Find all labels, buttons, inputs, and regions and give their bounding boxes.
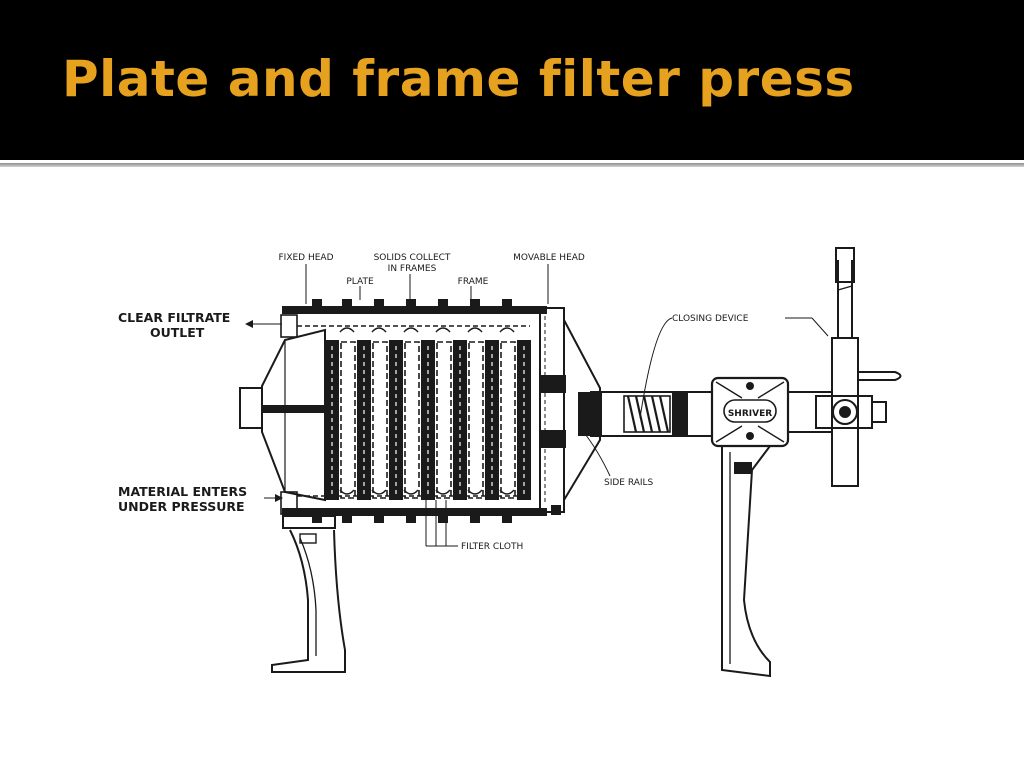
brand-label: SHRIVER (728, 409, 772, 419)
plate-stack (325, 327, 531, 500)
slide-title: Plate and frame filter press (62, 50, 855, 108)
left-support-leg (271, 515, 346, 673)
solids-collect-label: SOLIDS COLLECT (374, 253, 451, 263)
movable-head (539, 307, 601, 515)
movable-head-label: MOVABLE HEAD (513, 253, 585, 263)
side-rails-label: SIDE RAILS (604, 478, 654, 488)
right-support-leg (721, 445, 771, 678)
frame-label: FRAME (458, 277, 489, 287)
material-enters-label: MATERIAL ENTERS (118, 484, 247, 499)
clear-filtrate-label: CLEAR FILTRATE (118, 310, 230, 325)
handwheel-assembly (815, 247, 902, 487)
label-layer (245, 264, 829, 547)
closing-gearbox: SHRIVER (710, 376, 832, 448)
title-divider (0, 163, 1024, 167)
closing-device-label: CLOSING DEVICE (672, 314, 749, 324)
solids-collect-label-line2: IN FRAMES (388, 264, 437, 274)
plate-label: PLATE (346, 277, 374, 287)
title-bar: Plate and frame filter press (0, 0, 1024, 160)
material-enters-label-line2: UNDER PRESSURE (118, 499, 245, 514)
press-rails (282, 299, 547, 523)
filter-cloth-label: FILTER CLOTH (461, 542, 523, 552)
fixed-head-label: FIXED HEAD (278, 253, 333, 263)
side-rail-assembly (578, 391, 720, 437)
fixed-head (239, 314, 326, 515)
clear-filtrate-label-line2: OUTLET (150, 325, 205, 340)
